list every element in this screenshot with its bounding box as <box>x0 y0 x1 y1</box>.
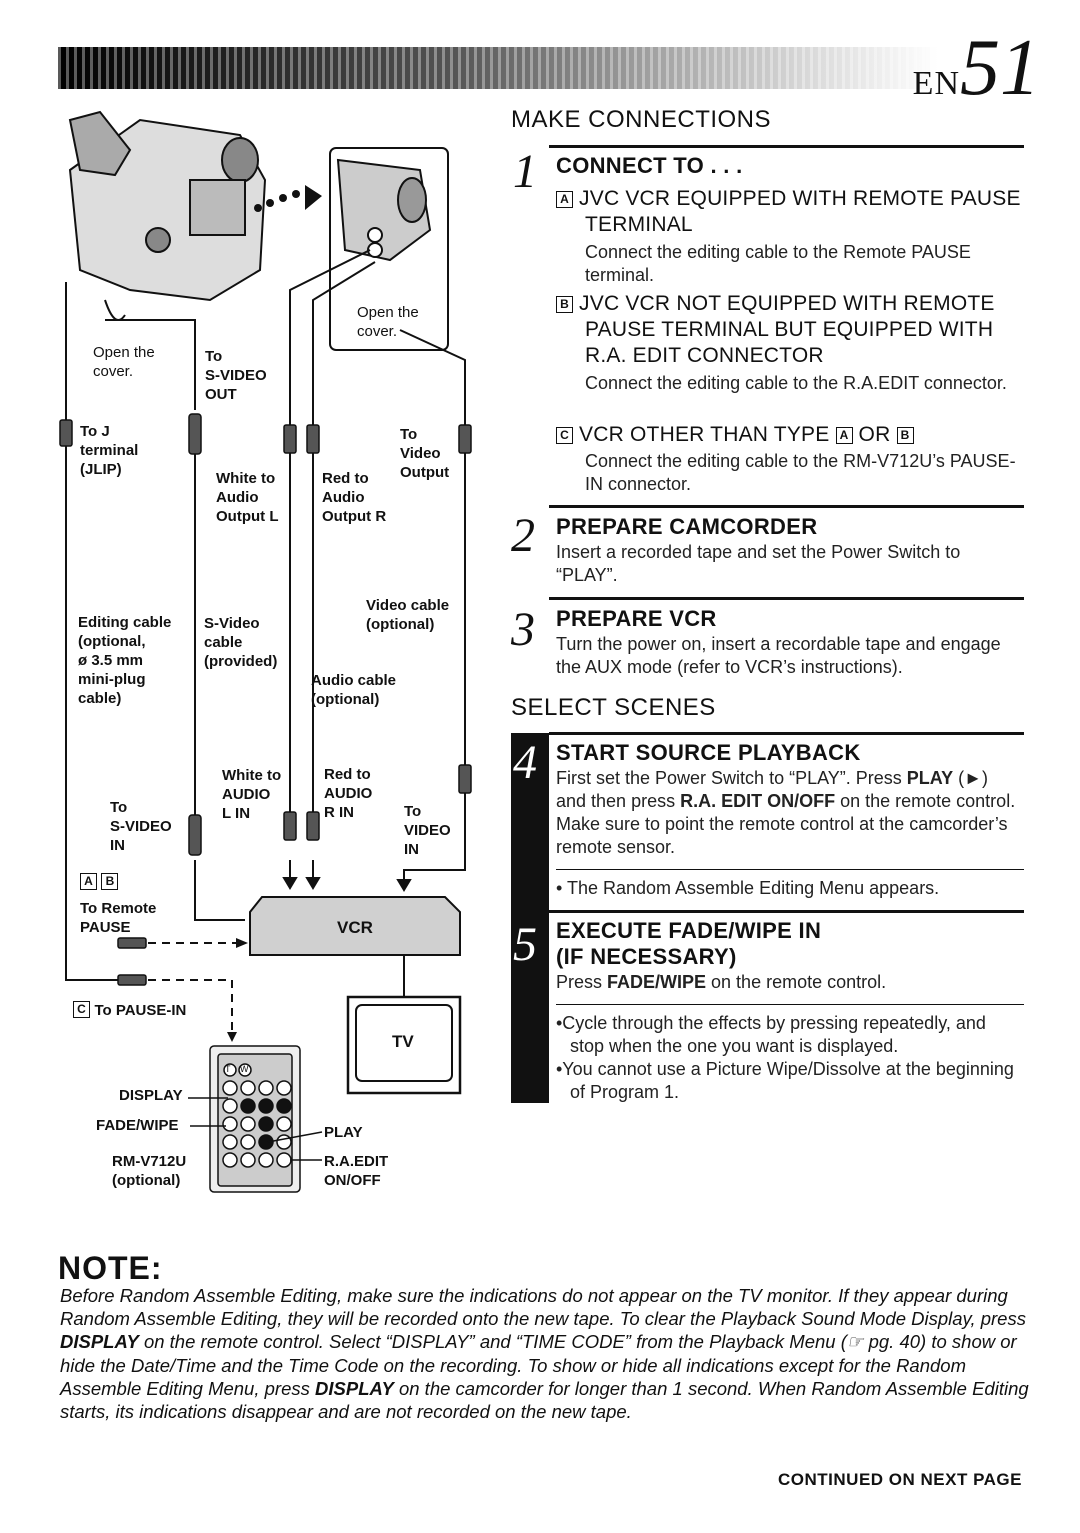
label-to-video-in: To VIDEO IN <box>404 803 451 858</box>
label-to-j-terminal: To J terminal (JLIP) <box>80 423 139 478</box>
label-open-cover-right: Open the cover. <box>357 304 419 340</box>
connection-diagram <box>59 110 472 1193</box>
step5-bullet-2: •You cannot use a Picture Wipe/Dissolve … <box>556 1059 1014 1102</box>
step3-number: 3 <box>511 603 535 656</box>
label-white-audio-out: White to Audio Output L <box>216 470 279 525</box>
label-vcr: VCR <box>337 918 373 937</box>
step4-divider <box>556 869 1024 870</box>
step1-rule <box>549 145 1024 148</box>
label-audio-cable: Audio cable (optional) <box>311 672 397 708</box>
step2-rule <box>549 505 1024 508</box>
label-remote-t: T <box>225 1064 231 1074</box>
label-white-audio-in: White to AUDIO L IN <box>222 767 282 822</box>
step4-bullet: • The Random Assemble Editing Menu appea… <box>556 878 940 898</box>
step3-title: PREPARE VCR <box>556 606 717 631</box>
step4-text: First set the Power Switch to “PLAY”. Pr… <box>556 768 1016 857</box>
label-to-pause-in: C To PAUSE-IN <box>73 1001 186 1020</box>
label-ra-edit: R.A.EDIT ON/OFF <box>324 1153 389 1189</box>
label-fade-wipe: FADE/WIPE <box>96 1117 179 1134</box>
label-red-audio-out: Red to Audio Output R <box>322 470 387 525</box>
step4-number: 4 <box>513 736 537 789</box>
label-play: PLAY <box>324 1124 363 1141</box>
step5-bullet-1: •Cycle through the effects by pressing r… <box>556 1013 986 1056</box>
page-number: EN51 <box>912 24 1040 112</box>
label-red-audio-in: Red to AUDIO R IN <box>324 766 373 821</box>
label-ab-types: A B <box>80 873 119 892</box>
step3-text: Turn the power on, insert a recordable t… <box>556 634 1001 677</box>
label-editing-cable: Editing cable (optional, ø 3.5 mm mini-p… <box>78 614 172 707</box>
step1-title: CONNECT TO . . . <box>556 153 743 178</box>
step5-title: EXECUTE FADE/WIPE IN (IF NECESSARY) <box>556 918 822 969</box>
label-remote-w: W <box>240 1064 249 1074</box>
step2-text: Insert a recorded tape and set the Power… <box>556 542 961 585</box>
step5-number: 5 <box>513 918 537 971</box>
step1-option-c: C VCR OTHER THAN TYPE A OR B Connect the… <box>556 422 1026 496</box>
label-to-remote-pause: To Remote PAUSE <box>80 900 157 936</box>
step4-rule <box>549 732 1024 735</box>
label-to-video-output: To Video Output <box>400 426 450 481</box>
note-title: NOTE: <box>58 1250 163 1286</box>
label-rm-model: RM-V712U (optional) <box>112 1153 187 1189</box>
label-svideo-cable: S-Video cable (provided) <box>204 615 278 670</box>
step4-title: START SOURCE PLAYBACK <box>556 740 861 765</box>
note-text: Before Random Assemble Editing, make sur… <box>60 1285 1029 1423</box>
step1-number: 1 <box>513 145 537 198</box>
remote-control-illustration <box>209 1045 301 1193</box>
continued-next-page: CONTINUED ON NEXT PAGE <box>778 1470 1022 1489</box>
steps-side-bar <box>511 733 549 1103</box>
step3-rule <box>549 597 1024 600</box>
step1-option-a: A JVC VCR EQUIPPED WITH REMOTE PAUSE TER… <box>556 186 1026 287</box>
label-to-svideo-in: To S-VIDEO IN <box>110 799 172 854</box>
label-open-cover-left: Open the cover. <box>93 344 155 380</box>
label-to-svideo-out: To S-VIDEO OUT <box>205 348 267 403</box>
step5-divider <box>556 1004 1024 1005</box>
step2-number: 2 <box>511 509 535 562</box>
vcr-unit <box>249 896 461 956</box>
label-tv: TV <box>392 1032 414 1051</box>
step1-option-b: B JVC VCR NOT EQUIPPED WITH REMOTE PAUSE… <box>556 291 1026 395</box>
header-gradient-bar <box>58 47 938 89</box>
label-video-cable: Video cable (optional) <box>366 597 450 633</box>
label-display: DISPLAY <box>119 1087 183 1104</box>
make-connections-title: MAKE CONNECTIONS <box>511 106 772 133</box>
step2-title: PREPARE CAMCORDER <box>556 514 818 539</box>
step5-rule <box>549 910 1024 913</box>
step5-text: Press FADE/WIPE on the remote control. <box>556 972 887 992</box>
camcorder-illustration <box>68 110 267 321</box>
select-scenes-title: SELECT SCENES <box>511 694 716 721</box>
